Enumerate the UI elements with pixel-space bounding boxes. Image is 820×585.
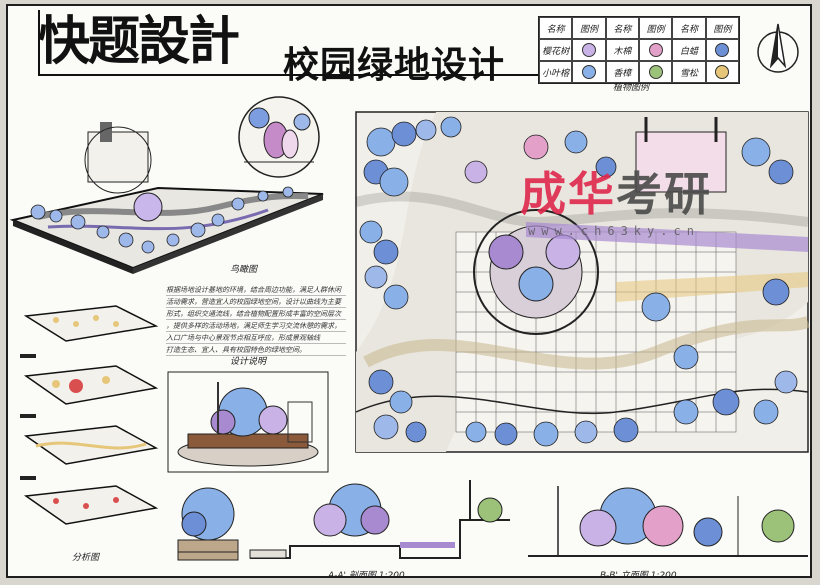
node-sketch	[177, 487, 239, 561]
legend-cell: 图例	[572, 17, 606, 39]
description-line: 形式，组织交通流线，结合植物配置形成丰富的空间层次	[166, 308, 346, 320]
legend-cell: 小叶榕	[539, 61, 573, 83]
title-underline	[38, 74, 538, 76]
section-bb-label: B-B' 立面图 1:200	[600, 571, 677, 578]
legend-symbol	[572, 61, 606, 83]
legend-symbol	[572, 39, 606, 61]
sub-title: 校园绿地设计	[283, 44, 506, 86]
legend-symbol	[705, 61, 739, 83]
legend-cell: 雪松	[672, 61, 706, 83]
description-line: 根据场地设计基地的环境，结合周边功能，满足人群休闲	[166, 284, 346, 296]
description-line: 入口广场与中心景观节点相互呼应，形成景观轴线	[166, 332, 346, 344]
legend-title: 植物图例	[613, 83, 650, 93]
scheme-label: 设计说明	[230, 357, 267, 367]
design-description: 根据场地设计基地的环境，结合周边功能，满足人群休闲 活动需求，营造宜人的校园绿地…	[166, 284, 346, 356]
plant-legend: 名称 图例 名称 图例 名称 图例 樱花树 木棉 白蜡 小叶榕 香樟 雪松	[538, 16, 740, 84]
legend-cell: 图例	[705, 17, 739, 39]
legend-symbol	[638, 39, 673, 61]
legend-cell: 图例	[638, 17, 673, 39]
description-line: ，提供多样的活动场地，满足师生学习交流休憩的需求，	[166, 320, 346, 332]
legend-cell: 名称	[672, 17, 706, 39]
legend-symbol	[638, 61, 673, 83]
legend-cell: 香樟	[605, 61, 639, 83]
perspective-sketch	[167, 371, 329, 473]
section-aa-label: A-A' 剖面图 1:200	[328, 571, 405, 578]
node-detail-drawing	[238, 96, 320, 178]
legend-cell: 樱花树	[539, 39, 573, 61]
legend-symbol	[705, 39, 739, 61]
analysis-label: 分析图	[72, 553, 100, 563]
legend-cell: 白蜡	[672, 39, 706, 61]
aerial-view-label: 鸟瞰图	[230, 265, 258, 275]
drawing-sheet: 快题設計 校园绿地设计 名称 图例 名称 图例 名称 图例 樱花树 木棉 白蜡 …	[6, 4, 812, 578]
title-left-rule	[38, 10, 40, 76]
description-line: 打造生态、宜人、具有校园特色的绿地空间。	[166, 344, 346, 356]
aerial-view-drawing	[9, 122, 324, 274]
analysis-diagrams	[20, 305, 159, 525]
site-plan-drawing	[354, 111, 810, 453]
legend-cell: 木棉	[605, 39, 639, 61]
section-bb-drawing	[528, 486, 808, 557]
watermark-logo: 成华考研	[520, 167, 712, 221]
legend-cell: 名称	[605, 17, 639, 39]
description-line: 活动需求，营造宜人的校园绿地空间，设计以曲线为主要	[166, 296, 346, 308]
section-aa-drawing	[249, 480, 510, 559]
watermark-url: www.ch63ky.cn	[528, 224, 700, 238]
legend-cell: 名称	[539, 17, 573, 39]
main-title: 快题設計	[38, 11, 240, 72]
north-arrow-icon	[757, 23, 799, 73]
